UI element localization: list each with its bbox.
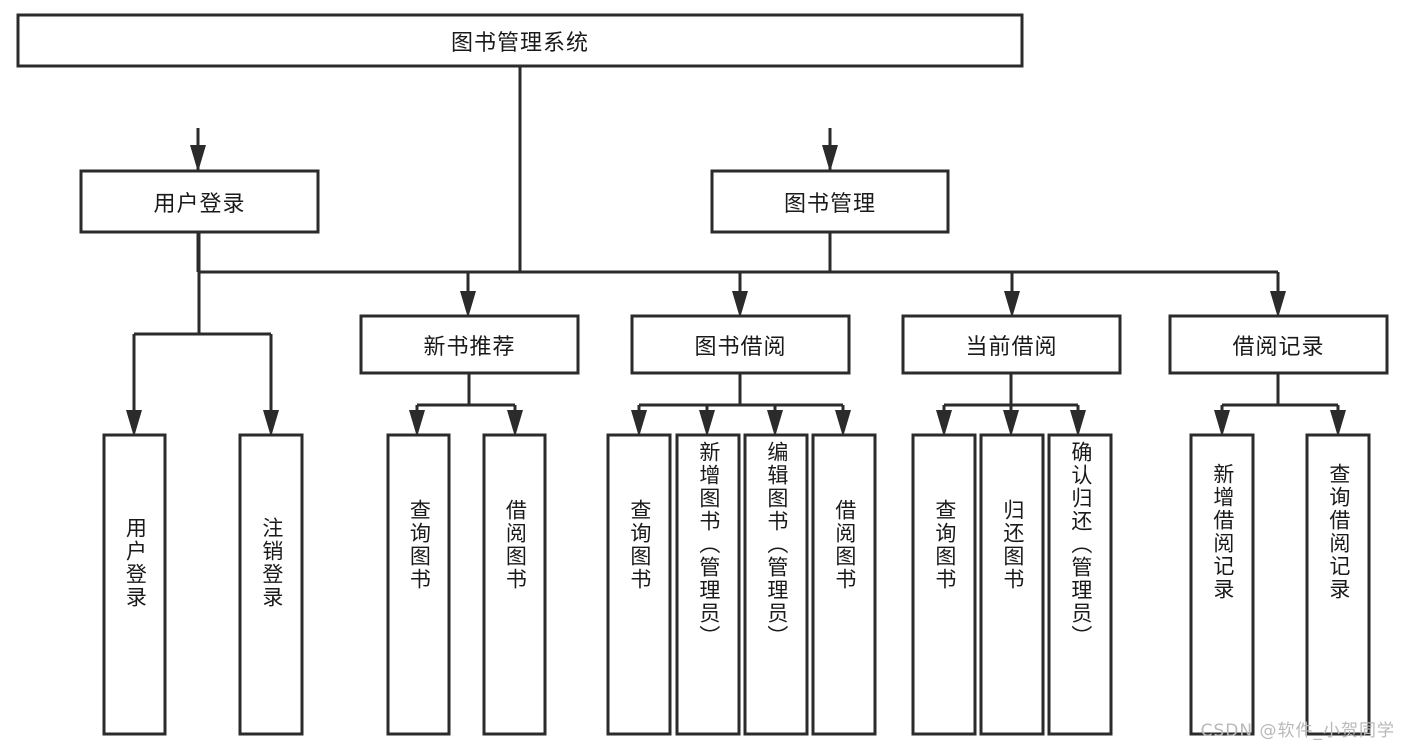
label-book-management: 图书管理	[712, 171, 948, 232]
label-leaf-current-borrow-3: 确认归还（管理员）	[1049, 435, 1111, 734]
label-leaf-current-borrow-2: 归还图书	[981, 435, 1043, 734]
arrow-icon-current-l1	[936, 410, 952, 437]
node-leaf-user-login-1-label: 用户登录	[123, 517, 148, 609]
arrow-icon-current-l3	[1070, 410, 1086, 437]
node-book-management-label: 图书管理	[783, 191, 876, 217]
node-leaf-user-login-2-label: 注销登录	[259, 517, 284, 609]
node-user-login[interactable]	[79, 169, 320, 234]
node-current-borrow-label: 当前借阅	[965, 334, 1058, 360]
label-leaf-user-login-2: 注销登录	[240, 435, 302, 734]
node-leaf-current-borrow-2[interactable]	[979, 433, 1045, 736]
label-root: 图书管理系统	[18, 15, 1022, 66]
connector-group-root-arrows	[190, 128, 838, 172]
label-current-borrow: 当前借阅	[903, 316, 1120, 373]
node-leaf-borrow-record-2-label: 查询借阅记录	[1326, 463, 1351, 601]
label-leaf-book-borrow-4: 借阅图书	[813, 435, 875, 734]
connector-group-level3	[409, 373, 1346, 437]
arrow-icon-bookmgmt-c2	[732, 291, 748, 318]
arrow-icon-bookmgmt-c4	[1270, 291, 1286, 318]
arrow-icon-borrow-l4	[835, 410, 851, 437]
arrow-icon-newbook-l1	[409, 410, 425, 437]
node-leaf-book-borrow-1-label: 查询图书	[627, 499, 652, 591]
label-leaf-book-borrow-2: 新增图书（管理员）	[677, 435, 739, 734]
arrow-icon-login-leaf-2	[263, 410, 279, 437]
arrow-icon-record-l1	[1214, 410, 1230, 437]
label-book-borrow: 图书借阅	[632, 316, 849, 373]
arrow-icon-bookmgmt-c3	[1004, 291, 1020, 318]
node-leaf-new-book-1-label: 查询图书	[407, 499, 432, 591]
node-leaf-book-borrow-1[interactable]	[606, 433, 672, 736]
node-leaf-current-borrow-3-label: 确认归还（管理员）	[1068, 441, 1093, 648]
arrow-icon-record-l2	[1330, 410, 1346, 437]
label-new-book-recommend: 新书推荐	[361, 316, 578, 373]
node-new-book-recommend[interactable]	[359, 314, 580, 375]
arrow-icon-borrow-l3	[767, 410, 783, 437]
node-book-borrow[interactable]	[630, 314, 851, 375]
node-leaf-user-login-2[interactable]	[238, 433, 304, 736]
arrow-icon-login-leaf-1	[126, 410, 142, 437]
node-leaf-current-borrow-2-label: 归还图书	[1000, 499, 1025, 591]
node-leaf-book-borrow-4[interactable]	[811, 433, 877, 736]
node-root[interactable]	[16, 13, 1024, 68]
arrow-icon-root-bookmgmt	[822, 145, 838, 172]
arrow-icon-current-l2	[1003, 410, 1019, 437]
node-borrow-record[interactable]	[1168, 314, 1389, 375]
node-leaf-book-borrow-2[interactable]	[675, 433, 741, 736]
node-leaf-new-book-2-label: 借阅图书	[503, 499, 528, 591]
label-leaf-book-borrow-1: 查询图书	[608, 435, 670, 734]
node-leaf-book-borrow-4-label: 借阅图书	[832, 499, 857, 591]
node-leaf-user-login-1[interactable]	[102, 433, 167, 736]
node-leaf-new-book-2[interactable]	[482, 433, 547, 736]
node-leaf-current-borrow-1-label: 查询图书	[932, 499, 957, 591]
node-leaf-book-borrow-3[interactable]	[743, 433, 809, 736]
node-book-borrow-label: 图书借阅	[694, 334, 787, 360]
node-leaf-borrow-record-1[interactable]	[1189, 433, 1255, 736]
connector-group-level2	[126, 232, 1286, 437]
arrow-icon-newbook-l2	[507, 410, 523, 437]
node-leaf-current-borrow-3[interactable]	[1047, 433, 1113, 736]
node-root-label: 图书管理系统	[450, 30, 589, 56]
label-leaf-borrow-record-1: 新增借阅记录	[1191, 435, 1253, 734]
label-leaf-borrow-record-2: 查询借阅记录	[1307, 435, 1369, 734]
node-leaf-book-borrow-2-label: 新增图书（管理员）	[696, 441, 721, 648]
node-current-borrow[interactable]	[901, 314, 1122, 375]
node-leaf-book-borrow-3-label: 编辑图书（管理员）	[764, 441, 789, 648]
label-leaf-new-book-2: 借阅图书	[484, 435, 545, 734]
arrow-icon-bookmgmt-c1	[460, 291, 476, 318]
arrow-icon-root-login	[190, 145, 206, 172]
label-leaf-book-borrow-3: 编辑图书（管理员）	[745, 435, 807, 734]
node-user-login-label: 用户登录	[153, 191, 246, 217]
node-leaf-current-borrow-1[interactable]	[911, 433, 977, 736]
node-leaf-borrow-record-1-label: 新增借阅记录	[1210, 463, 1235, 601]
label-borrow-record: 借阅记录	[1170, 316, 1387, 373]
arrow-icon-borrow-l1	[631, 410, 647, 437]
connector-group-root	[196, 66, 832, 274]
label-user-login: 用户登录	[81, 171, 318, 232]
node-new-book-recommend-label: 新书推荐	[423, 334, 516, 360]
label-leaf-new-book-1: 查询图书	[388, 435, 449, 734]
node-borrow-record-label: 借阅记录	[1232, 334, 1325, 360]
arrow-icon-borrow-l2	[699, 410, 715, 437]
node-leaf-borrow-record-2[interactable]	[1305, 433, 1371, 736]
node-leaf-new-book-1[interactable]	[386, 433, 451, 736]
label-leaf-user-login-1: 用户登录	[104, 435, 165, 734]
label-leaf-current-borrow-1: 查询图书	[913, 435, 975, 734]
node-book-management[interactable]	[710, 169, 950, 234]
watermark-text: CSDN @软件_小贺同学	[1200, 721, 1395, 741]
